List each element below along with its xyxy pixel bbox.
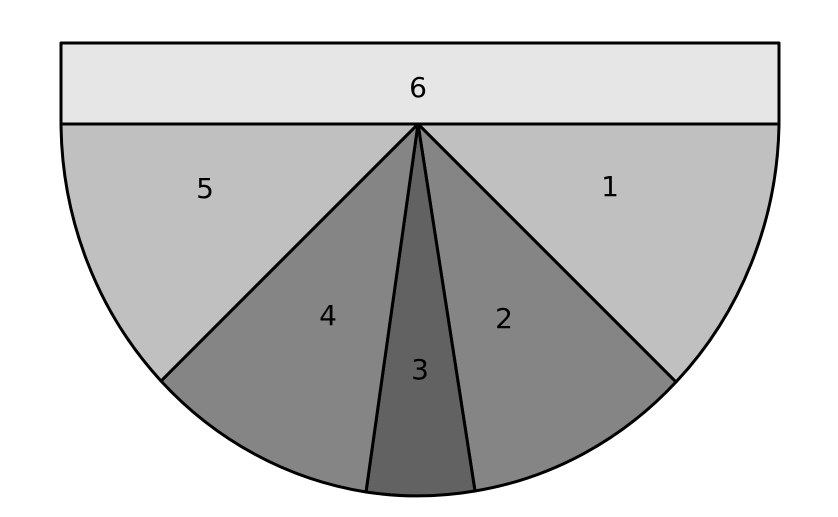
region-6-bar xyxy=(59,41,781,126)
region-6-label: 6 xyxy=(409,71,427,104)
region-1-sector xyxy=(416,122,781,384)
region-4-label: 4 xyxy=(319,299,337,332)
region-1-label: 1 xyxy=(601,170,619,203)
region-4-sector xyxy=(159,122,420,494)
region-5-label: 5 xyxy=(196,172,214,205)
region-2-sector xyxy=(416,122,678,493)
region-3-label: 3 xyxy=(411,353,429,386)
region-2-label: 2 xyxy=(495,302,513,335)
region-5-sector xyxy=(59,122,420,383)
